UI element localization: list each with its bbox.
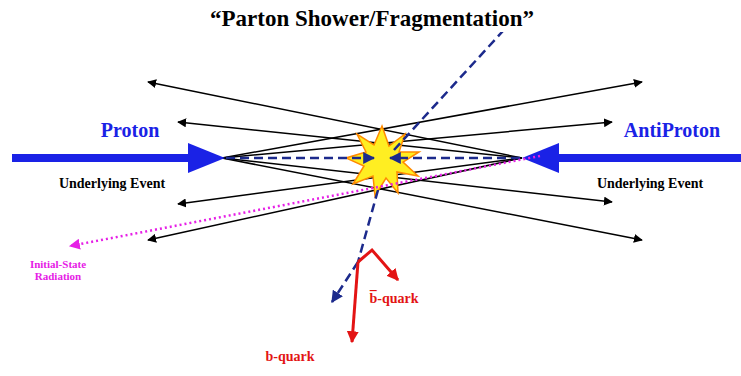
proton-beam xyxy=(12,154,194,162)
label-slot: AntiProton xyxy=(622,119,722,141)
event-arrow xyxy=(178,158,522,204)
diagram-label: b̅-quark xyxy=(367,291,420,306)
label-slot: Proton xyxy=(99,119,162,141)
parton-lines xyxy=(226,8,524,302)
label-slot: Underlying Event xyxy=(57,174,167,192)
title: “Parton Shower/Fragmentation” xyxy=(208,6,536,31)
antib-quark-arrow xyxy=(358,250,398,280)
parton-line xyxy=(226,157,374,160)
diagram-label: Underlying Event xyxy=(595,176,705,191)
label-slot: b-quark xyxy=(263,347,316,365)
event-arrow xyxy=(222,82,642,158)
parton-line xyxy=(390,157,520,160)
isr-line xyxy=(70,156,540,246)
b-quark-arrow xyxy=(352,262,358,342)
diagram-label: Underlying Event xyxy=(57,176,167,191)
title-slot: “Parton Shower/Fragmentation” xyxy=(208,6,536,31)
diagram-label: Initial-State Radiation xyxy=(16,258,100,282)
proton-head xyxy=(188,143,225,173)
diagram-label: AntiProton xyxy=(622,119,722,141)
label-slot: b̅-quark xyxy=(367,289,420,307)
event-arrow xyxy=(148,82,522,158)
label-slot: Underlying Event xyxy=(595,174,705,192)
label-slot: Initial-State Radiation xyxy=(16,258,100,284)
diagram-label: Proton xyxy=(99,119,162,141)
antiproton-beam xyxy=(553,154,741,162)
event-arrow xyxy=(178,122,522,158)
antiproton-head xyxy=(522,143,559,173)
diagram-label: b-quark xyxy=(263,349,316,364)
